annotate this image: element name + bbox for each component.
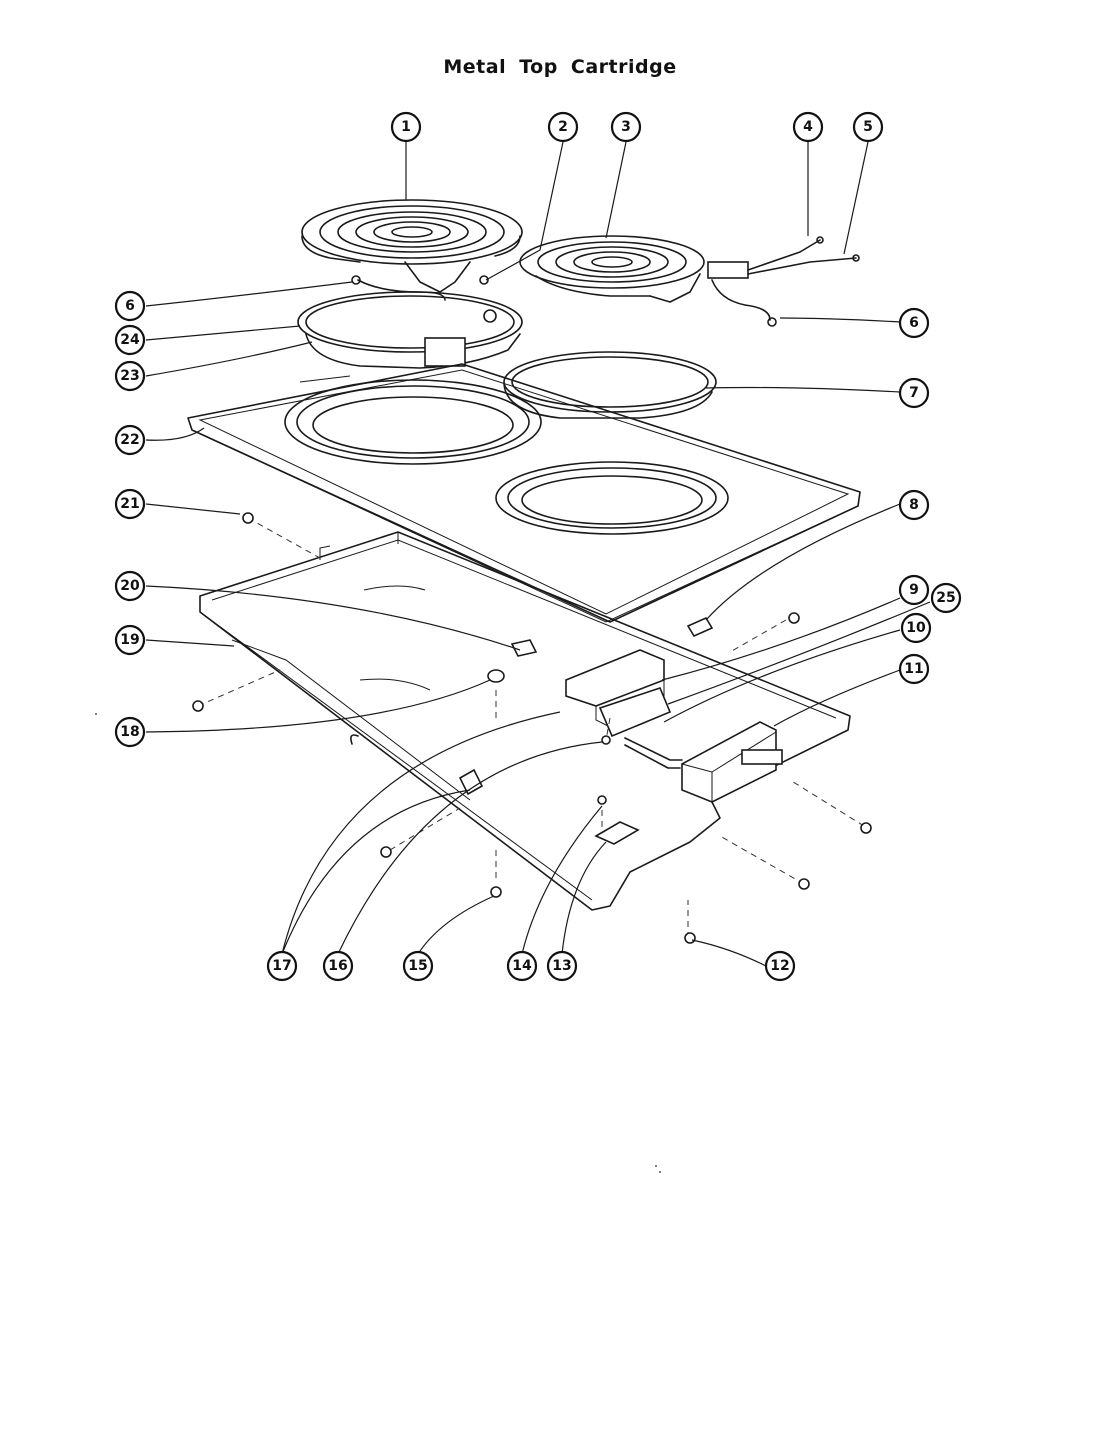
speck: [95, 713, 97, 715]
callout: 16: [322, 950, 354, 982]
callout-label: 7: [909, 385, 919, 401]
callout-label: 6: [125, 298, 135, 314]
callout-label: 6: [909, 315, 919, 331]
callout: 17: [266, 950, 298, 982]
callout: 3: [610, 111, 642, 143]
callout: 13: [546, 950, 578, 982]
callout-label: 10: [906, 620, 926, 636]
callout-label: 4: [803, 119, 813, 135]
callout: 4: [792, 111, 824, 143]
callout: 21: [114, 488, 146, 520]
callout: 19: [114, 624, 146, 656]
speck: [659, 1171, 661, 1173]
callout: 8: [898, 489, 930, 521]
callout-label: 24: [120, 332, 140, 348]
callout: 5: [852, 111, 884, 143]
callout-label: 9: [909, 582, 919, 598]
callout-label: 14: [512, 958, 532, 974]
metal-top-panel: [187, 363, 861, 623]
callout-label: 25: [936, 590, 955, 606]
callout: 20: [114, 570, 146, 602]
callout: 1: [390, 111, 422, 143]
callout: 15: [402, 950, 434, 982]
callout: 23: [114, 360, 146, 392]
callout-label: 12: [770, 958, 789, 974]
speck: [655, 1165, 657, 1167]
callout-label: 11: [904, 661, 923, 677]
callout-label: 17: [272, 958, 291, 974]
callout-label: 23: [120, 368, 139, 384]
callout-label: 15: [408, 958, 427, 974]
callout-label: 18: [120, 724, 139, 740]
leader-lines: [145, 141, 931, 967]
callout: 24: [114, 324, 146, 356]
trim-ring-small: [503, 351, 717, 419]
surface-unit-small: [519, 235, 860, 327]
callout: 25: [930, 582, 962, 614]
callout: 9: [898, 574, 930, 606]
callout: 11: [898, 653, 930, 685]
callout-label: 1: [401, 119, 411, 135]
callout: 10: [900, 612, 932, 644]
callout-label: 13: [552, 958, 571, 974]
callout: 7: [898, 377, 930, 409]
callout: 2: [547, 111, 579, 143]
callout-label: 20: [120, 578, 140, 594]
callout-label: 5: [863, 119, 873, 135]
callout: 18: [114, 716, 146, 748]
callout: 6: [114, 290, 146, 322]
callout: 14: [506, 950, 538, 982]
callout-label: 19: [120, 632, 139, 648]
callout-label: 2: [558, 119, 568, 135]
callout-label: 3: [621, 119, 631, 135]
callout-label: 22: [120, 432, 139, 448]
assembly-lines: [197, 517, 865, 938]
callout: 12: [764, 950, 796, 982]
drip-pan-large: [297, 291, 523, 369]
surface-unit-large: [301, 199, 523, 301]
cartridge-frame: [199, 531, 851, 911]
callout: 6: [898, 307, 930, 339]
callout-label: 21: [120, 496, 139, 512]
diagram-title: Metal Top Cartridge: [443, 56, 677, 78]
callout-label: 16: [328, 958, 347, 974]
callout: 22: [114, 424, 146, 456]
callout-label: 8: [909, 497, 919, 513]
